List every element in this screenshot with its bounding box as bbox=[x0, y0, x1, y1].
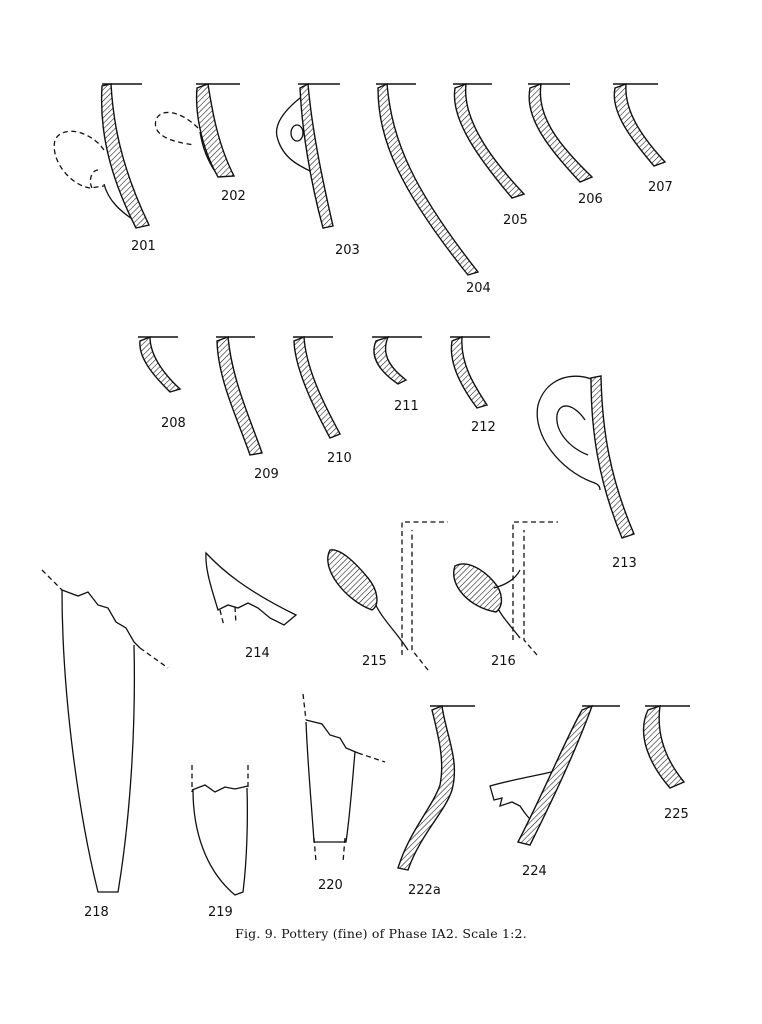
sherd-206 bbox=[528, 82, 594, 183]
sherd-225 bbox=[642, 704, 690, 789]
label-222a: 222a bbox=[408, 883, 441, 898]
label-212: 212 bbox=[471, 420, 496, 435]
label-205: 205 bbox=[503, 213, 528, 228]
sherd-212 bbox=[450, 335, 490, 409]
label-214: 214 bbox=[245, 646, 270, 661]
sherd-209 bbox=[216, 336, 263, 456]
label-211: 211 bbox=[394, 399, 419, 414]
sherd-203 bbox=[275, 82, 340, 229]
sherd-210 bbox=[293, 335, 341, 439]
label-202: 202 bbox=[221, 189, 246, 204]
sherd-215 bbox=[327, 521, 448, 671]
sherd-208 bbox=[138, 335, 182, 393]
sherd-204 bbox=[376, 82, 480, 276]
label-207: 207 bbox=[648, 180, 673, 195]
sherd-224 bbox=[489, 704, 620, 846]
label-209: 209 bbox=[254, 467, 279, 482]
label-201: 201 bbox=[131, 239, 156, 254]
sherd-211 bbox=[372, 335, 422, 385]
sherd-207 bbox=[613, 82, 667, 167]
label-218: 218 bbox=[84, 905, 109, 920]
sherd-218 bbox=[41, 569, 169, 893]
sherd-201 bbox=[53, 83, 151, 229]
label-215: 215 bbox=[362, 654, 387, 669]
sherd-216 bbox=[453, 521, 558, 656]
label-224: 224 bbox=[522, 864, 547, 879]
sherd-220 bbox=[302, 693, 386, 863]
label-219: 219 bbox=[208, 905, 233, 920]
label-216: 216 bbox=[491, 654, 516, 669]
sherd-202 bbox=[154, 83, 240, 178]
sherd-213 bbox=[536, 375, 635, 539]
sherd-219 bbox=[191, 765, 249, 896]
label-225: 225 bbox=[664, 807, 689, 822]
label-220: 220 bbox=[318, 878, 343, 893]
sherd-222a bbox=[397, 705, 475, 871]
sherd-214 bbox=[205, 551, 298, 627]
figure-caption: Fig. 9. Pottery (fine) of Phase IA2. Sca… bbox=[235, 926, 527, 941]
sherd-205 bbox=[453, 82, 526, 199]
label-208: 208 bbox=[161, 416, 186, 431]
label-204: 204 bbox=[466, 281, 491, 296]
label-213: 213 bbox=[612, 556, 637, 571]
label-203: 203 bbox=[335, 243, 360, 258]
label-210: 210 bbox=[327, 451, 352, 466]
label-206: 206 bbox=[578, 192, 603, 207]
